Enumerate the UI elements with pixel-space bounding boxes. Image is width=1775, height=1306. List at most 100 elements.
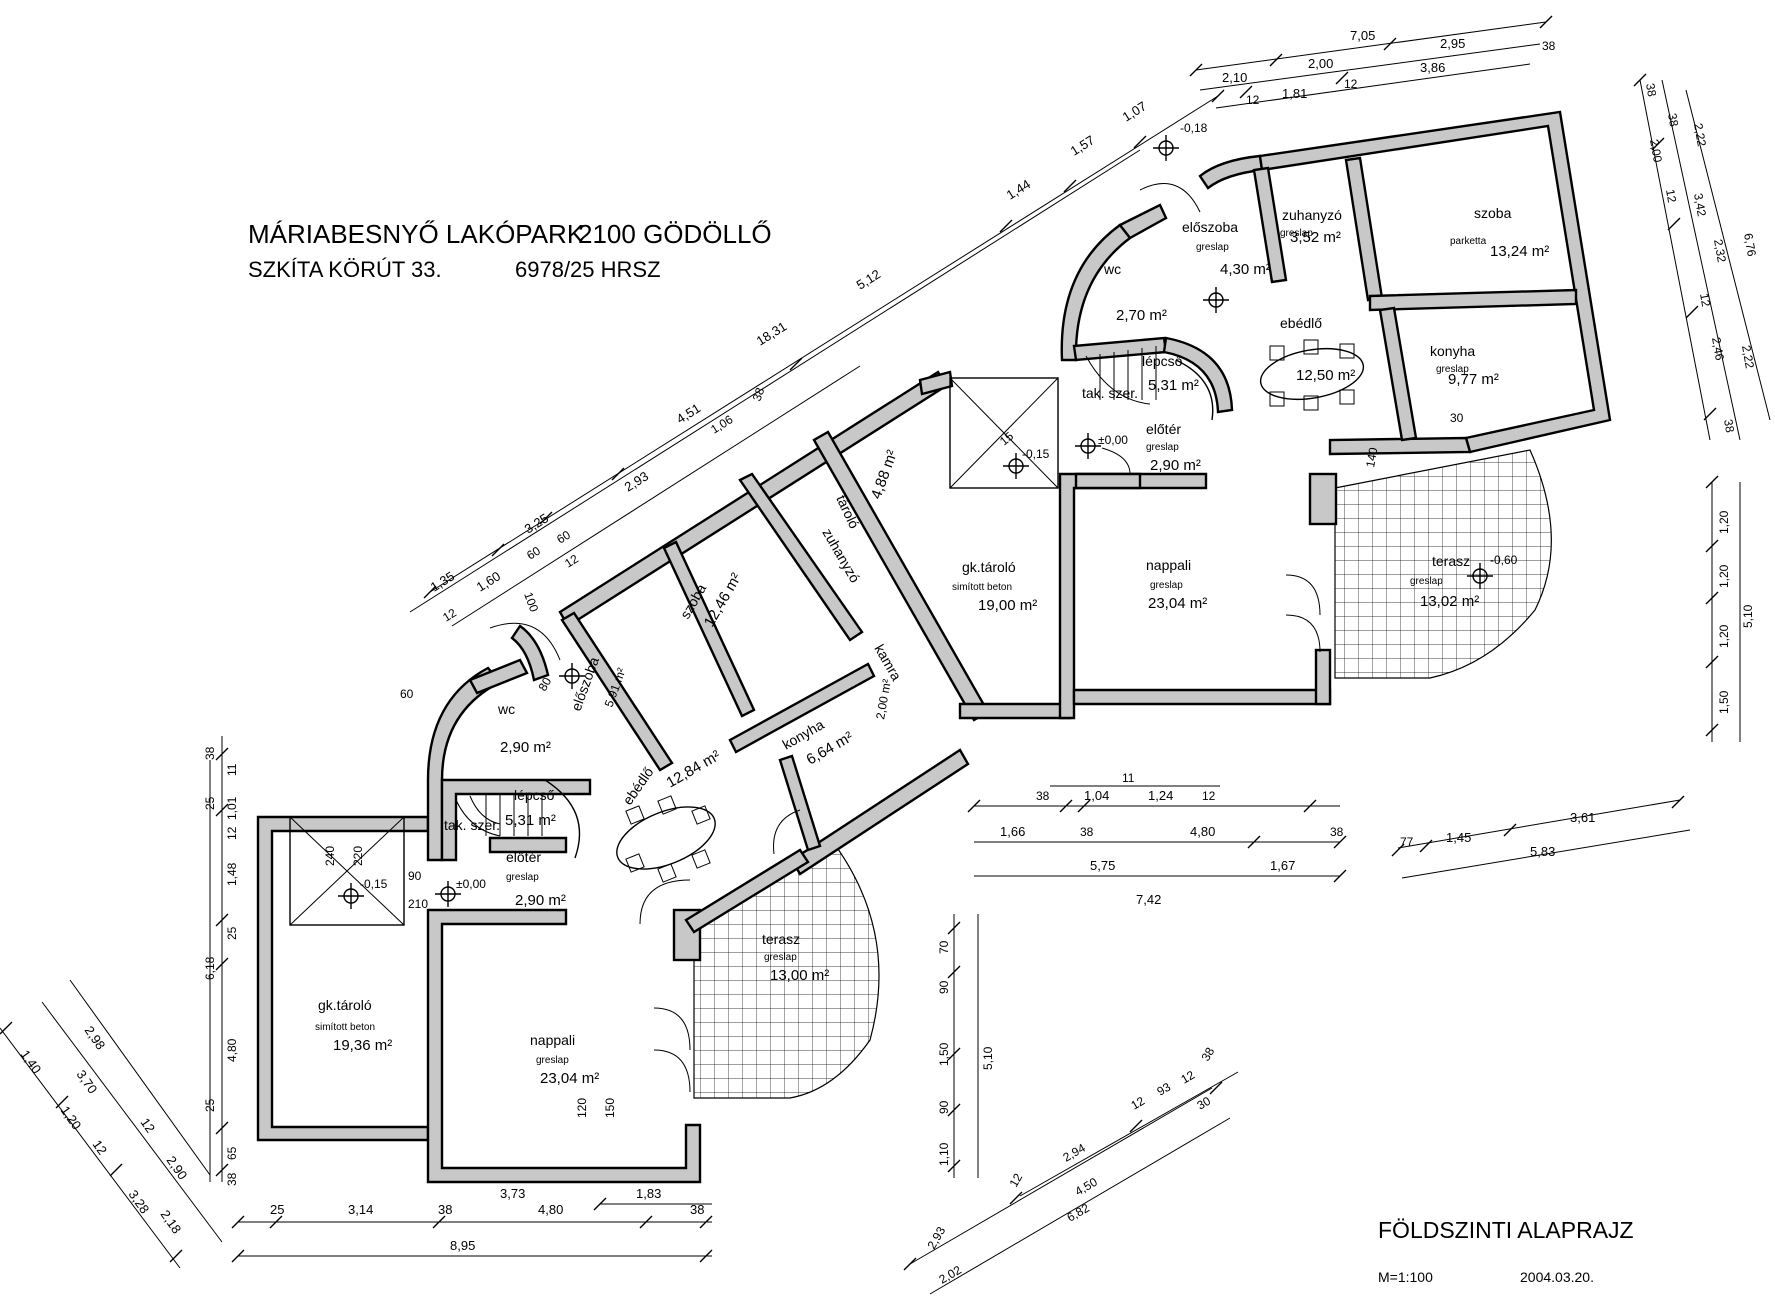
- dim-rv-3: 1,50: [1717, 690, 1731, 714]
- dim-md-4: 30: [1195, 1094, 1214, 1113]
- dim-bl-3: 4,80: [538, 1202, 563, 1217]
- op-9: 30: [1450, 411, 1464, 425]
- a-wc-name: wc: [497, 701, 515, 717]
- unit-b-labels: gk.tároló simított beton 19,00 m² nappal…: [952, 121, 1549, 614]
- b-porch-floor: greslap: [1146, 442, 1179, 453]
- dim-mb-1: 1,04: [1084, 788, 1109, 803]
- b-store-name: tak. szer.: [1082, 385, 1138, 401]
- dim-ld-14: 12: [440, 605, 459, 624]
- op-4: 60: [400, 687, 414, 701]
- dim-bl-2: 38: [438, 1202, 452, 1217]
- a-stair-area: 5,31 m²: [505, 812, 556, 829]
- b-garage-area: 19,00 m²: [978, 597, 1037, 614]
- dim-lv-5: 1,48: [225, 862, 239, 886]
- b-wc-name: wc: [1103, 261, 1121, 277]
- b-terrace-area: 13,02 m²: [1420, 593, 1479, 610]
- b-level-terrace: -0,60: [1490, 553, 1518, 567]
- dining-table-a: [616, 795, 716, 883]
- title-address: SZKÍTA KÖRÚT 33.: [248, 257, 442, 282]
- title-project: MÁRIABESNYŐ LAKÓPARK: [248, 219, 585, 249]
- dim-md-3: 12: [1179, 1068, 1198, 1087]
- dim-mv-0: 70: [937, 940, 951, 954]
- dim-mv-1: 90: [937, 980, 951, 994]
- opening-dimensions: 240 220 90 210 60 100 120 150 80 30 140 …: [323, 411, 1464, 1118]
- dim-md-10: 12: [1006, 1171, 1025, 1190]
- garage-b-vent: [949, 377, 1059, 489]
- dim-ls-2: 12: [90, 1137, 111, 1157]
- garage-a-vent: [289, 816, 405, 926]
- dim-rb-2: 3,61: [1570, 810, 1595, 825]
- dim-lv-1: 11: [225, 763, 239, 776]
- dim-rv-1: 1,20: [1717, 564, 1731, 588]
- dim-mv-4: 1,10: [937, 1142, 951, 1166]
- dim-mb-7: 4,80: [1190, 824, 1215, 839]
- op-10: 140: [1363, 446, 1380, 468]
- a-porch-name: előtér: [506, 849, 541, 865]
- a-wc-area: 2,90 m²: [500, 739, 551, 756]
- dim-md-0: 2,94: [1061, 1141, 1089, 1165]
- dim-lv-0: 38: [203, 746, 217, 760]
- b-terrace-name: terasz: [1432, 553, 1470, 569]
- dim-md-9: 2,02: [937, 1263, 965, 1287]
- dim-bl-1: 3,14: [348, 1202, 373, 1217]
- op-0: 240: [323, 846, 337, 866]
- dim-ls-3: 3,70: [74, 1067, 101, 1096]
- dim-bl-0: 25: [270, 1202, 284, 1217]
- dim-ld-3: 1,57: [1068, 132, 1097, 158]
- b-porch-area: 2,90 m²: [1150, 457, 1201, 474]
- dim-mb-11: 7,42: [1136, 892, 1161, 907]
- dim-lv-10: 65: [225, 1146, 239, 1160]
- a-level: ±0,00: [456, 877, 486, 891]
- drawing-date: 2004.03.20.: [1520, 1269, 1594, 1285]
- a-dining-area: 12,84 m²: [664, 747, 724, 791]
- dim-t-0: 7,05: [1350, 28, 1375, 43]
- dimension-lines: [0, 15, 1771, 1295]
- a-living-floor: greslap: [536, 1055, 569, 1066]
- b-level-garage: -0,15: [1022, 447, 1050, 461]
- dim-t-7: 12: [1344, 77, 1358, 91]
- op-7: 150: [603, 1098, 617, 1118]
- dim-ls-6: 2,90: [164, 1153, 191, 1182]
- dim-lv-3: 25: [203, 796, 217, 810]
- title-block: MÁRIABESNYŐ LAKÓPARK 2100 GÖDÖLLŐ SZKÍTA…: [248, 219, 772, 282]
- dim-rb-1: 1,45: [1446, 830, 1471, 845]
- dim-bl-7: 8,95: [450, 1238, 475, 1253]
- b-hall-floor: greslap: [1196, 242, 1229, 253]
- dim-ld-2: 1,44: [1004, 176, 1033, 202]
- dim-mb-4: 12: [1202, 789, 1216, 803]
- dim-tr-11: 38: [1721, 418, 1737, 434]
- dim-mb-8: 38: [1330, 825, 1344, 839]
- b-dining-name: ebédlő: [1280, 315, 1322, 331]
- a-garage-area: 19,36 m²: [333, 1037, 392, 1054]
- dim-t-8: 3,86: [1420, 60, 1445, 75]
- dim-tr-8: 12: [1697, 292, 1713, 308]
- dim-ls-5: 12: [138, 1115, 159, 1135]
- dim-mv-3: 90: [937, 1100, 951, 1114]
- dim-rv-4: 5,10: [1741, 604, 1755, 628]
- a-store-name: tak. szer.: [444, 817, 500, 833]
- unit-b-walls: [918, 110, 1612, 720]
- dim-ls-7: 3,28: [126, 1187, 153, 1216]
- a-stair-name: lépcső: [514, 787, 555, 803]
- a-living-name: nappali: [530, 1032, 575, 1048]
- dim-ls-1: 1,20: [58, 1103, 85, 1132]
- dim-bl-6: 1,83: [636, 1186, 661, 1201]
- dim-rb-3: 5,83: [1530, 844, 1555, 859]
- dim-ld-7: 38: [750, 385, 768, 403]
- dim-tr-3: 2,22: [1691, 122, 1709, 148]
- b-kitchen-name: konyha: [1430, 343, 1475, 359]
- a-hall-name: előszoba: [568, 655, 602, 713]
- dim-ld-1: 5,12: [854, 266, 883, 292]
- b-kitchen-area: 9,77 m²: [1448, 371, 1499, 388]
- b-garage-floor: simított beton: [952, 582, 1012, 593]
- dim-mb-5: 1,66: [1000, 824, 1025, 839]
- b-hall-name: előszoba: [1182, 219, 1238, 235]
- door-swings: [489, 183, 1321, 1093]
- a-room-area: 12,46 m²: [701, 570, 745, 630]
- op-2: 90: [408, 869, 422, 883]
- dim-rv-2: 1,20: [1717, 624, 1731, 648]
- dim-t-4: 38: [1542, 39, 1556, 53]
- dim-tr-9: 2,46: [1709, 336, 1727, 362]
- a-living-area: 23,04 m²: [540, 1070, 599, 1087]
